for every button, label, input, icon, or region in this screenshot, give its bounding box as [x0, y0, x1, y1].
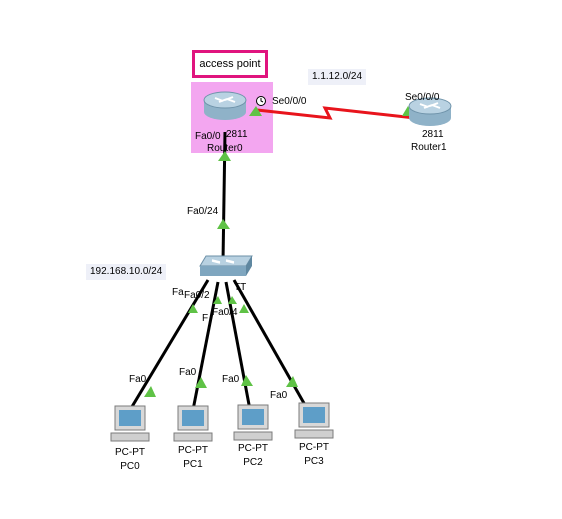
link-up-indicator — [286, 376, 298, 387]
switch-icon — [199, 255, 253, 276]
clock-icon — [256, 96, 266, 106]
switch-port-label: Fa — [172, 287, 184, 298]
router1-model: 2811 — [422, 129, 444, 140]
router0-model: 2811 — [226, 129, 248, 140]
switch-uplink-port: Fa0/24 — [187, 206, 219, 217]
wan-network-label: 1.1.12.0/24 — [308, 69, 367, 85]
link-up-indicator — [241, 375, 253, 386]
router1-name[interactable]: Router1 — [411, 142, 447, 153]
router1-serial-port: Se0/0/0 — [405, 92, 440, 103]
pc3-name[interactable]: PC3 — [304, 456, 324, 467]
router0-fa-port: Fa0/0 — [195, 131, 221, 142]
link-up-indicator — [217, 219, 230, 229]
router-icon — [408, 97, 452, 126]
pc-icon — [173, 405, 213, 442]
switch-port-label: Fa0/4 — [212, 307, 238, 318]
pc2-model: PC-PT — [238, 443, 268, 454]
link-up-indicator — [249, 106, 262, 116]
pc1-port: Fa0 — [179, 367, 197, 378]
router-icon — [203, 91, 247, 120]
link-up-indicator — [188, 304, 198, 313]
switch-name-fragment[interactable]: TT — [234, 282, 247, 293]
pc0-model: PC-PT — [115, 447, 145, 458]
pc2-name[interactable]: PC2 — [243, 457, 263, 468]
pc1-name[interactable]: PC1 — [183, 459, 203, 470]
router0-serial-port: Se0/0/0 — [272, 96, 307, 107]
switch-port-label: Fa0/2 — [184, 290, 210, 301]
lan-network-label: 192.168.10.0/24 — [86, 264, 167, 280]
link-up-indicator — [228, 296, 237, 304]
link-switch-pc0 — [128, 279, 210, 411]
link-up-indicator — [195, 377, 207, 388]
link-up-indicator — [144, 386, 156, 397]
link-up-indicator — [213, 296, 222, 304]
switch-port-label: F — [202, 313, 209, 324]
link-up-indicator — [239, 304, 249, 313]
pc0-name[interactable]: PC0 — [120, 461, 140, 472]
pc-icon — [294, 402, 334, 439]
serial-link — [256, 106, 416, 120]
access-point-note[interactable]: access point — [192, 50, 268, 78]
pc0-port: Fa0 — [129, 374, 147, 385]
pc3-model: PC-PT — [299, 442, 329, 453]
pc3-port: Fa0 — [270, 390, 288, 401]
pc-icon — [110, 405, 150, 442]
link-up-indicator — [218, 151, 231, 161]
pc2-port: Fa0 — [222, 374, 240, 385]
router0-name[interactable]: Router0 — [207, 143, 243, 154]
pc-icon — [233, 404, 273, 441]
pc1-model: PC-PT — [178, 445, 208, 456]
